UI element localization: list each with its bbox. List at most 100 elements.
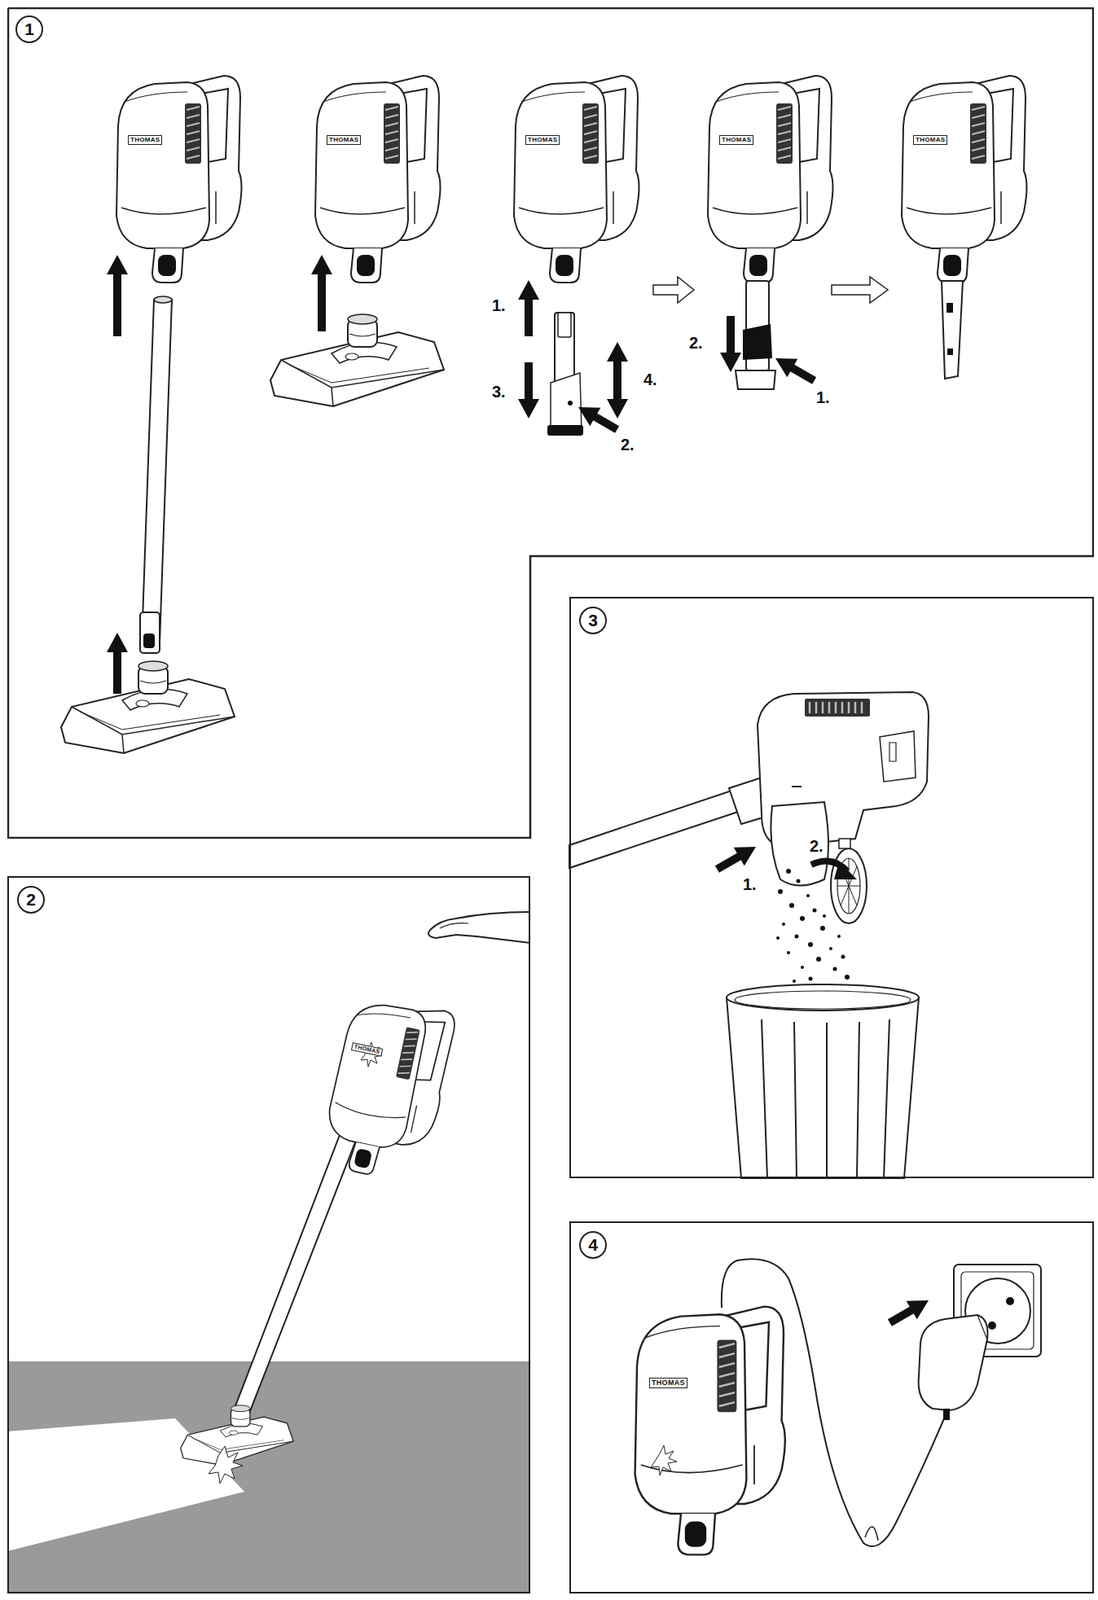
emptying-illustration-part	[791, 786, 802, 788]
step-number: 3.	[491, 382, 506, 402]
brand-logo: THOMAS	[127, 135, 163, 145]
assembly-illustration-part	[742, 324, 773, 361]
step-panel: 3	[569, 597, 1094, 1179]
vacuuming-illustration-part	[180, 1405, 294, 1466]
step-number: 1.	[742, 875, 757, 895]
charging-illustration-part	[943, 1409, 950, 1421]
vacuuming-illustration-part	[233, 1103, 369, 1416]
emptying-illustration-part	[734, 991, 911, 1010]
assembly-illustration-part	[567, 400, 573, 406]
emptying-illustration-part-part	[789, 903, 795, 909]
assembly-illustration-part	[106, 632, 128, 694]
emptying-illustration-part-part	[808, 977, 813, 982]
emptying-illustration-part	[726, 997, 919, 1179]
emptying-illustration-part-part	[833, 967, 838, 972]
charging-illustration-part	[865, 1527, 879, 1542]
assembly-illustration-part	[946, 303, 954, 313]
assembly-illustration-part	[550, 373, 582, 432]
emptying-illustration-part	[770, 802, 829, 887]
brand-logo: THOMAS	[326, 135, 361, 145]
charging-illustration-part	[988, 1321, 997, 1331]
emptying-illustration-part-part	[786, 951, 791, 955]
assembly-illustration-part	[513, 75, 640, 283]
emptying-illustration-part-part	[837, 935, 841, 939]
step-number: 1.	[816, 388, 831, 408]
assembly-illustration-part	[735, 370, 776, 390]
assembly-illustration-part	[61, 661, 235, 754]
charging-illustration-part	[1005, 1297, 1015, 1306]
assembly-illustration-part	[106, 254, 128, 337]
assembly-illustration-part	[143, 633, 155, 649]
assembly-illustration-part	[941, 281, 963, 379]
emptying-illustration-part	[761, 1019, 890, 1179]
assembly-illustration-part	[770, 349, 821, 391]
emptying-illustration-part-part	[800, 966, 804, 970]
assembly-illustration-part	[947, 348, 954, 356]
emptying-illustration-part	[879, 731, 916, 782]
emptying-illustration-part	[889, 742, 896, 762]
assembly-illustration-part	[141, 299, 172, 644]
emptying-illustration-part-part	[844, 975, 850, 980]
emptying-illustration-part-part	[786, 869, 791, 875]
emptying-illustration-part-part	[781, 922, 786, 927]
charging-illustration-part	[884, 1291, 935, 1333]
emptying-illustration-part	[776, 869, 850, 988]
step-number: 1.	[491, 296, 506, 316]
step-number: 4.	[643, 370, 658, 390]
assembly-illustration-part	[140, 612, 160, 654]
step-panel: 4	[569, 1221, 1094, 1595]
emptying-illustration-part-part	[792, 979, 796, 984]
emptying-illustration-part-part	[820, 926, 826, 932]
emptying-illustration-part	[834, 861, 857, 880]
emptying-illustration-part-part	[777, 889, 783, 895]
charging-illustration-part	[977, 1315, 988, 1340]
brand-logo: THOMAS	[913, 135, 948, 145]
assembly-illustration-part	[606, 342, 629, 419]
brand-logo: THOMAS	[719, 135, 754, 145]
assembly-illustration	[61, 75, 1028, 754]
emptying-illustration-part-part	[816, 957, 822, 962]
assembly-illustration-part	[270, 314, 444, 407]
emptying-illustration-part	[809, 702, 862, 714]
emptying-illustration-part	[838, 838, 851, 849]
step-number: 2.	[620, 435, 635, 455]
panel-number: 2	[17, 886, 45, 914]
step-panel: 1	[7, 7, 1094, 839]
emptying-illustration-part	[804, 698, 870, 717]
assembly-illustration-part	[116, 75, 242, 283]
panel-outline	[7, 7, 1094, 839]
emptying-illustration-part-part	[829, 947, 833, 951]
emptying-illustration-part-part	[812, 909, 817, 914]
emptying-illustration-part-part	[776, 936, 780, 940]
emptying-illustration	[569, 692, 929, 1179]
step-number: 2.	[809, 837, 824, 857]
emptying-illustration-part	[726, 984, 919, 1011]
emptying-illustration-part-part	[796, 879, 801, 884]
panel-number: 1	[15, 15, 44, 44]
brand-logo: THOMAS	[649, 1378, 688, 1389]
assembly-illustration-part	[573, 398, 624, 440]
emptying-illustration-part-part	[822, 914, 826, 918]
assembly-illustration-part	[547, 425, 584, 436]
charging-illustration-part	[650, 1445, 677, 1476]
assembly-illustration-part	[901, 75, 1028, 283]
step-panel: 2	[7, 876, 531, 1595]
emptying-illustration-part-part	[841, 955, 846, 960]
assembly-illustration-part	[720, 316, 742, 373]
emptying-illustration-part-part	[799, 916, 805, 922]
panel-number: 4	[579, 1231, 607, 1260]
brand-logo: THOMAS	[351, 1042, 383, 1058]
assembly-illustration-part	[518, 362, 540, 419]
panel-outline	[8, 8, 1094, 839]
vacuuming-illustration-part	[7, 1361, 531, 1595]
assembly-illustration-part	[315, 75, 441, 283]
assembly-illustration-part	[831, 276, 888, 304]
charging-illustration	[635, 1259, 1041, 1555]
assembly-illustration-part	[557, 312, 571, 338]
emptying-illustration-part	[711, 838, 762, 879]
emptying-illustration-part-part	[808, 942, 813, 948]
assembly-illustration-part	[311, 254, 333, 332]
